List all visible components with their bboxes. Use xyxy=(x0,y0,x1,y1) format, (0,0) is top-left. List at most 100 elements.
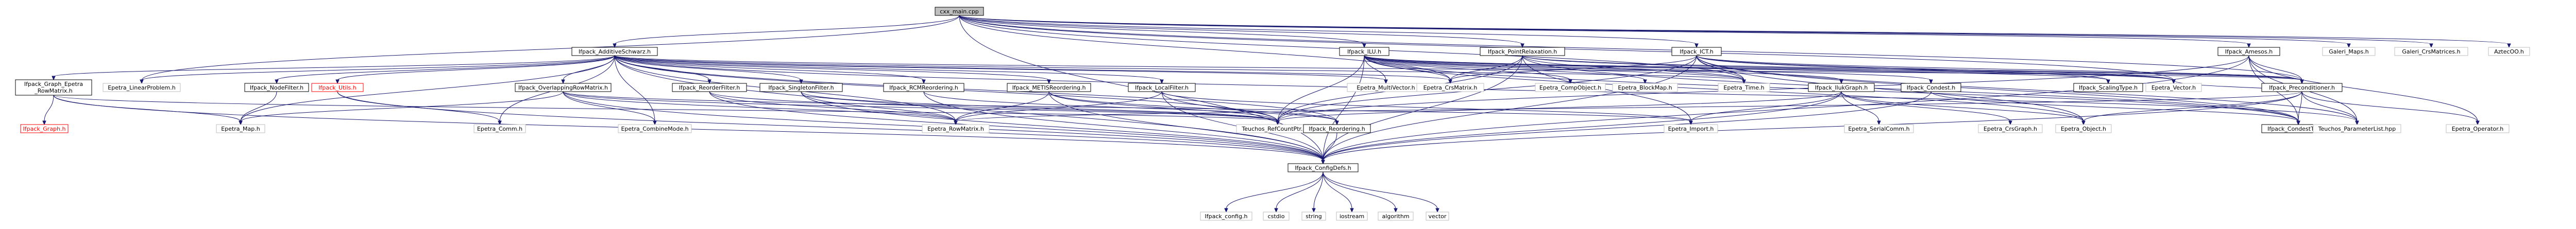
graph-edge-configdefs-to-string xyxy=(1312,171,1324,213)
graph-edge-utils-to-comm xyxy=(337,91,502,126)
graph-node-label: Teuchos_RefCountPtr.hpp xyxy=(1242,126,1314,132)
graph-node-utils[interactable]: Ifpack_Utils.h xyxy=(311,83,364,92)
graph-node-label: Ifpack_IlukGraph.h xyxy=(1815,84,1868,91)
graph-edge-main-to-linprob xyxy=(140,15,960,84)
graph-node-label: Epetra_CrsMatrix.h xyxy=(1423,84,1478,91)
graph-node-box xyxy=(883,83,964,92)
graph-node-box xyxy=(2446,124,2510,133)
graph-edge-ilu-to-condest xyxy=(1364,55,1933,84)
graph-node-label: cstdio xyxy=(1268,213,1285,220)
graph-node-box xyxy=(1978,124,2043,133)
graph-edge-main-to-amesos xyxy=(959,15,2251,48)
graph-node-label: Ifpack_Reordering.h xyxy=(1309,126,1365,132)
graph-node-object: Epetra_Object.h xyxy=(2055,124,2112,133)
graph-node-label: Epetra_LinearProblem.h xyxy=(108,84,175,91)
graph-edge-reordering-to-configdefs xyxy=(1321,132,1337,165)
graph-node-box xyxy=(103,83,181,92)
graph-edge-configdefs-to-cstdio xyxy=(1274,171,1324,213)
graph-node-label: vector xyxy=(1429,213,1447,220)
graph-node-pointrel[interactable]: Ifpack_PointRelaxation.h xyxy=(1480,47,1565,56)
graph-node-graphepetra[interactable]: Ifpack_Graph_Epetra_RowMatrix.h xyxy=(15,79,92,96)
graph-edge-ilu-to-multivec xyxy=(1364,55,1388,84)
graph-edge-configdefs-to-algorithm xyxy=(1323,171,1398,213)
graph-node-nodefilter[interactable]: Ifpack_NodeFilter.h xyxy=(244,83,309,92)
graph-node-addfloc[interactable]: Ifpack_AdditiveSchwarz.h xyxy=(571,47,658,56)
graph-edge-overlap-to-combmode xyxy=(563,91,657,126)
graph-node-box xyxy=(1378,212,1414,221)
graph-node-ict[interactable]: Ifpack_ICT.h xyxy=(1671,47,1722,56)
graph-edge-addfloc-to-precond xyxy=(614,55,2304,84)
graph-node-label: Ifpack_SingletonFilter.h xyxy=(768,84,834,91)
graph-node-box xyxy=(1287,163,1359,172)
graph-node-reordering[interactable]: Ifpack_Reordering.h xyxy=(1303,124,1371,133)
graph-node-map: Epetra_Map.h xyxy=(216,124,265,133)
graph-node-box xyxy=(935,7,984,16)
graph-node-main[interactable]: cxx_main.cpp xyxy=(935,7,984,16)
graph-node-label: Ifpack_NodeFilter.h xyxy=(250,84,303,91)
graph-node-label: Teuchos_ParameterList.hpp xyxy=(2318,126,2396,132)
graph-node-label: AztecOO.h xyxy=(2494,48,2524,55)
graph-node-time: Epetra_Time.h xyxy=(1718,83,1770,92)
graph-node-box xyxy=(2261,83,2343,92)
graph-node-galmaps: Galeri_Maps.h xyxy=(2322,47,2376,56)
graph-node-label: Epetra_RowMatrix.h xyxy=(927,126,984,132)
graph-node-label: Epetra_Time.h xyxy=(1723,84,1764,91)
graph-node-label: Epetra_Vector.h xyxy=(2151,84,2196,91)
graph-edge-main-to-ict xyxy=(959,15,1699,48)
graph-node-label: Ifpack_Amesos.h xyxy=(2225,48,2273,55)
graph-node-ilukgraph[interactable]: Ifpack_IlukGraph.h xyxy=(1808,83,1875,92)
graph-edge-graphepetra-to-graph xyxy=(42,95,54,126)
graph-node-label: Ifpack_ICT.h xyxy=(1680,48,1714,55)
graph-node-label: Epetra_Object.h xyxy=(2061,126,2106,132)
graph-node-label: Epetra_BlockMap.h xyxy=(1618,84,1672,91)
graph-edge-nodefilter-to-map xyxy=(239,91,277,126)
graph-edge-main-to-addfloc xyxy=(613,15,960,48)
graph-edge-ilukgraph-to-serialcomm xyxy=(1841,91,1881,126)
graph-node-overlap[interactable]: Ifpack_OverlappingRowMatrix.h xyxy=(515,83,612,92)
graph-node-label: Galeri_CrsMatrices.h xyxy=(2402,48,2460,55)
graph-node-configdefs[interactable]: Ifpack_ConfigDefs.h xyxy=(1287,163,1359,172)
graph-edge-addfloc-to-rcm xyxy=(614,55,926,84)
graph-node-label: algorithm xyxy=(1382,213,1409,220)
graph-edge-precond-to-condtype xyxy=(2296,91,2302,126)
graph-node-box xyxy=(759,83,843,92)
graph-node-label: Ifpack_PointRelaxation.h xyxy=(1488,48,1557,55)
graph-node-crsmatrix: Epetra_CrsMatrix.h xyxy=(1416,83,1484,92)
graph-node-box xyxy=(2313,124,2401,133)
graph-node-box xyxy=(1200,212,1252,221)
graph-node-box xyxy=(1128,83,1196,92)
graph-node-localfilter[interactable]: Ifpack_LocalFilter.h xyxy=(1128,83,1196,92)
graph-node-box xyxy=(1480,47,1565,56)
graph-edge-reorderfilter-to-rcp xyxy=(709,91,1280,126)
graph-node-metis[interactable]: Ifpack_METISReordering.h xyxy=(1007,83,1091,92)
graph-edge-precond-to-object xyxy=(2081,91,2302,126)
graph-node-label: Ifpack_ReorderFilter.h xyxy=(679,84,740,91)
graph-node-box xyxy=(2394,47,2468,56)
graph-edge-main-to-pointrel xyxy=(959,15,1524,48)
graph-node-box xyxy=(2073,83,2143,92)
graph-node-precond[interactable]: Ifpack_Preconditioner.h xyxy=(2261,83,2343,92)
graph-node-box xyxy=(216,124,265,133)
graph-node-label: Ifpack_Condest.h xyxy=(1907,84,1955,91)
graph-node-iostream: iostream xyxy=(1336,212,1368,221)
graph-node-condest[interactable]: Ifpack_Condest.h xyxy=(1901,83,1961,92)
graph-node-box xyxy=(618,124,692,133)
graph-node-singleton[interactable]: Ifpack_SingletonFilter.h xyxy=(759,83,843,92)
graph-edge-main-to-aztecoo xyxy=(959,15,2511,48)
graph-node-box xyxy=(1808,83,1875,92)
graph-node-ilu[interactable]: Ifpack_ILU.h xyxy=(1339,47,1389,56)
graph-node-scaling[interactable]: Ifpack_ScalingType.h xyxy=(2073,83,2143,92)
graph-node-box xyxy=(1671,47,1722,56)
graph-node-reorderfilter[interactable]: Ifpack_ReorderFilter.h xyxy=(672,83,747,92)
graph-node-label: Ifpack_OverlappingRowMatrix.h xyxy=(518,84,608,91)
graph-node-import: Epetra_Import.h xyxy=(1664,124,1718,133)
graph-node-rcm[interactable]: Ifpack_RCMReordering.h xyxy=(883,83,964,92)
graph-node-box xyxy=(571,47,658,56)
graph-node-compobj: Epetra_CompObject.h xyxy=(1535,83,1606,92)
graph-node-amesos[interactable]: Ifpack_Amesos.h xyxy=(2217,47,2280,56)
graph-edge-addfloc-to-graphepetra xyxy=(52,55,615,81)
graph-node-linprob: Epetra_LinearProblem.h xyxy=(103,83,181,92)
graph-node-graph[interactable]: Ifpack_Graph.h xyxy=(20,124,69,133)
graph-edge-configdefs-to-config xyxy=(1224,171,1324,213)
